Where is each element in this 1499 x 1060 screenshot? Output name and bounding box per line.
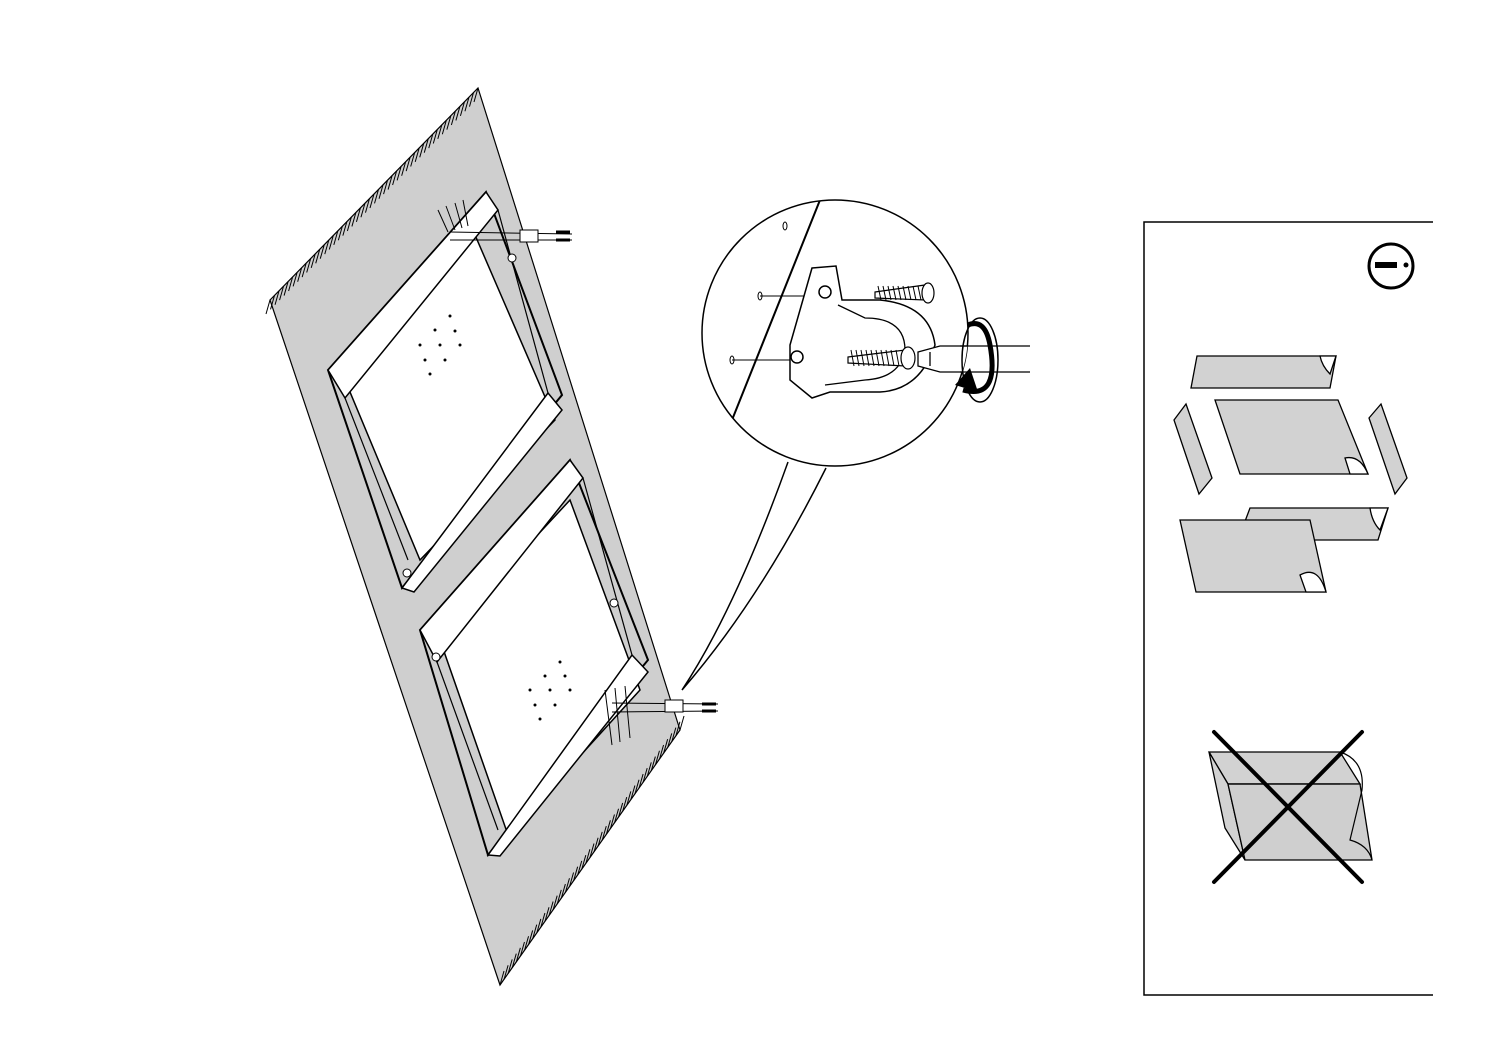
film-panel-right (1369, 404, 1407, 494)
cleaning-info-panel (1144, 222, 1433, 995)
callout-pointer (682, 462, 826, 690)
protective-film-panels (1174, 356, 1407, 592)
film-panel-left (1174, 404, 1212, 494)
panel-border (1144, 222, 1433, 995)
screwdriver-icon (918, 346, 1030, 372)
film-panel-center (1215, 400, 1368, 474)
film-panel-top (1191, 356, 1336, 388)
hatch-mark (266, 300, 270, 314)
bracket-detail-callout (682, 200, 1030, 690)
wall-mount-illustration (266, 88, 718, 985)
minus-circle-icon (1369, 244, 1413, 288)
hatch-mark (680, 716, 684, 730)
